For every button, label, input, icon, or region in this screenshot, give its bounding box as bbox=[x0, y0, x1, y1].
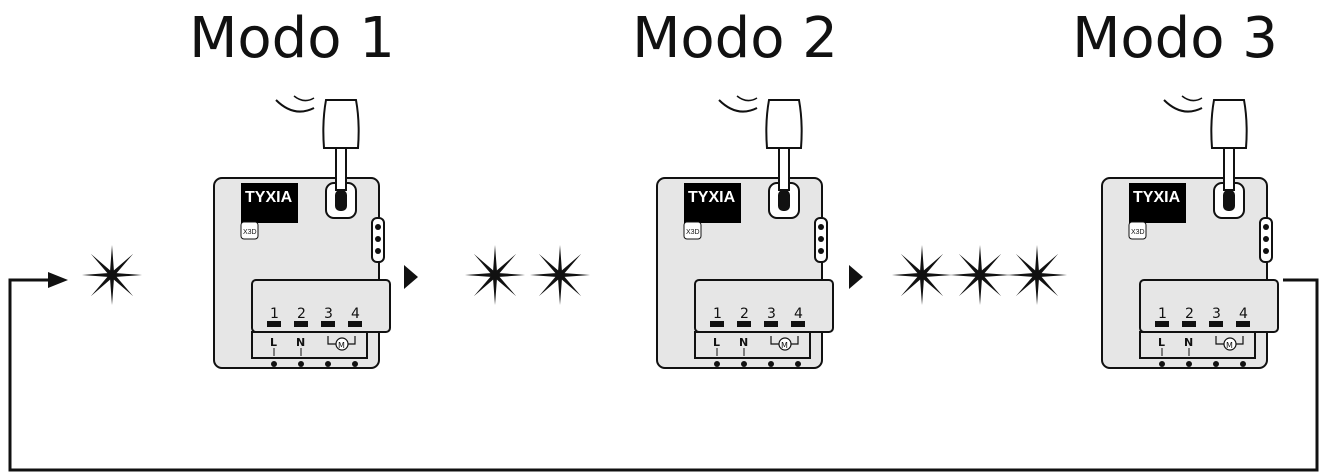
flash-star-icon bbox=[82, 245, 142, 305]
x3d-badge bbox=[240, 221, 259, 240]
motor-icon bbox=[335, 337, 349, 351]
brand-label: TYXIA bbox=[245, 189, 293, 206]
terminal-label: 2 bbox=[297, 306, 306, 322]
terminal-label: 2 bbox=[740, 306, 749, 322]
terminal-label: 1 bbox=[1158, 306, 1167, 322]
flash-star-icon bbox=[950, 245, 1010, 305]
terminal-label: 3 bbox=[324, 306, 333, 322]
brand-label-bg bbox=[684, 183, 741, 223]
wire-l-label: L bbox=[1158, 336, 1165, 349]
brand-label: TYXIA bbox=[688, 189, 736, 206]
motor-wiring bbox=[770, 336, 799, 345]
mode-2-title: Modo 2 bbox=[632, 6, 838, 71]
brand-label-bg bbox=[1129, 183, 1186, 223]
motor-wiring bbox=[1215, 336, 1244, 345]
brand-label-bg bbox=[241, 183, 298, 223]
motor-label: M bbox=[1226, 341, 1233, 350]
flash-indicator-mode-2 bbox=[465, 245, 590, 305]
wire-n-label: N bbox=[739, 336, 748, 349]
finger-icon bbox=[765, 99, 803, 149]
x3d-badge bbox=[683, 221, 702, 240]
motor-label: M bbox=[781, 341, 788, 350]
flash-star-icon bbox=[892, 245, 952, 305]
terminal-label: 4 bbox=[1239, 306, 1248, 322]
mode-1-title: Modo 1 bbox=[189, 6, 395, 71]
x3d-badge bbox=[1128, 221, 1147, 240]
flash-star-icon bbox=[1007, 245, 1067, 305]
terminal-label: 3 bbox=[1212, 306, 1221, 322]
flash-star-icon bbox=[530, 245, 590, 305]
screwdriver-icon bbox=[778, 147, 790, 191]
motor-wiring bbox=[327, 336, 356, 345]
terminal-label: 3 bbox=[767, 306, 776, 322]
terminal-label: 4 bbox=[351, 306, 360, 322]
screwdriver-icon bbox=[335, 147, 347, 191]
flash-star-icon bbox=[465, 245, 525, 305]
terminal-label: 1 bbox=[270, 306, 279, 322]
terminal-label: 1 bbox=[713, 306, 722, 322]
x3d-badge-text: X3D bbox=[686, 229, 700, 236]
wire-l-label: L bbox=[270, 336, 277, 349]
mode-3-title: Modo 3 bbox=[1072, 6, 1278, 71]
screwdriver-icon bbox=[1223, 147, 1235, 191]
motor-icon bbox=[778, 337, 792, 351]
wire-n-label: N bbox=[296, 336, 305, 349]
motor-icon bbox=[1223, 337, 1237, 351]
x3d-badge-text: X3D bbox=[1131, 229, 1145, 236]
step-arrow-2 bbox=[849, 265, 863, 289]
finger-icon bbox=[1210, 99, 1248, 149]
loop-back-line bbox=[8, 278, 1319, 472]
motor-label: M bbox=[338, 341, 345, 350]
device-mode-1: TYXIA X3D 1 2 3 4L N M bbox=[213, 95, 391, 369]
device-mode-3: TYXIA X3D 1 2 3 4L N M bbox=[1101, 95, 1279, 369]
terminal-label: 2 bbox=[1185, 306, 1194, 322]
step-arrow-1 bbox=[404, 265, 418, 289]
flash-indicator-mode-3 bbox=[892, 245, 1067, 305]
wire-l-label: L bbox=[713, 336, 720, 349]
flash-indicator-mode-1 bbox=[82, 245, 142, 305]
brand-label: TYXIA bbox=[1133, 189, 1181, 206]
device-mode-2: TYXIA X3D 1 2 3 4L N M bbox=[656, 95, 834, 369]
wire-n-label: N bbox=[1184, 336, 1193, 349]
loop-arrowhead bbox=[48, 272, 68, 288]
x3d-badge-text: X3D bbox=[243, 229, 257, 236]
terminal-label: 4 bbox=[794, 306, 803, 322]
finger-icon bbox=[322, 99, 360, 149]
